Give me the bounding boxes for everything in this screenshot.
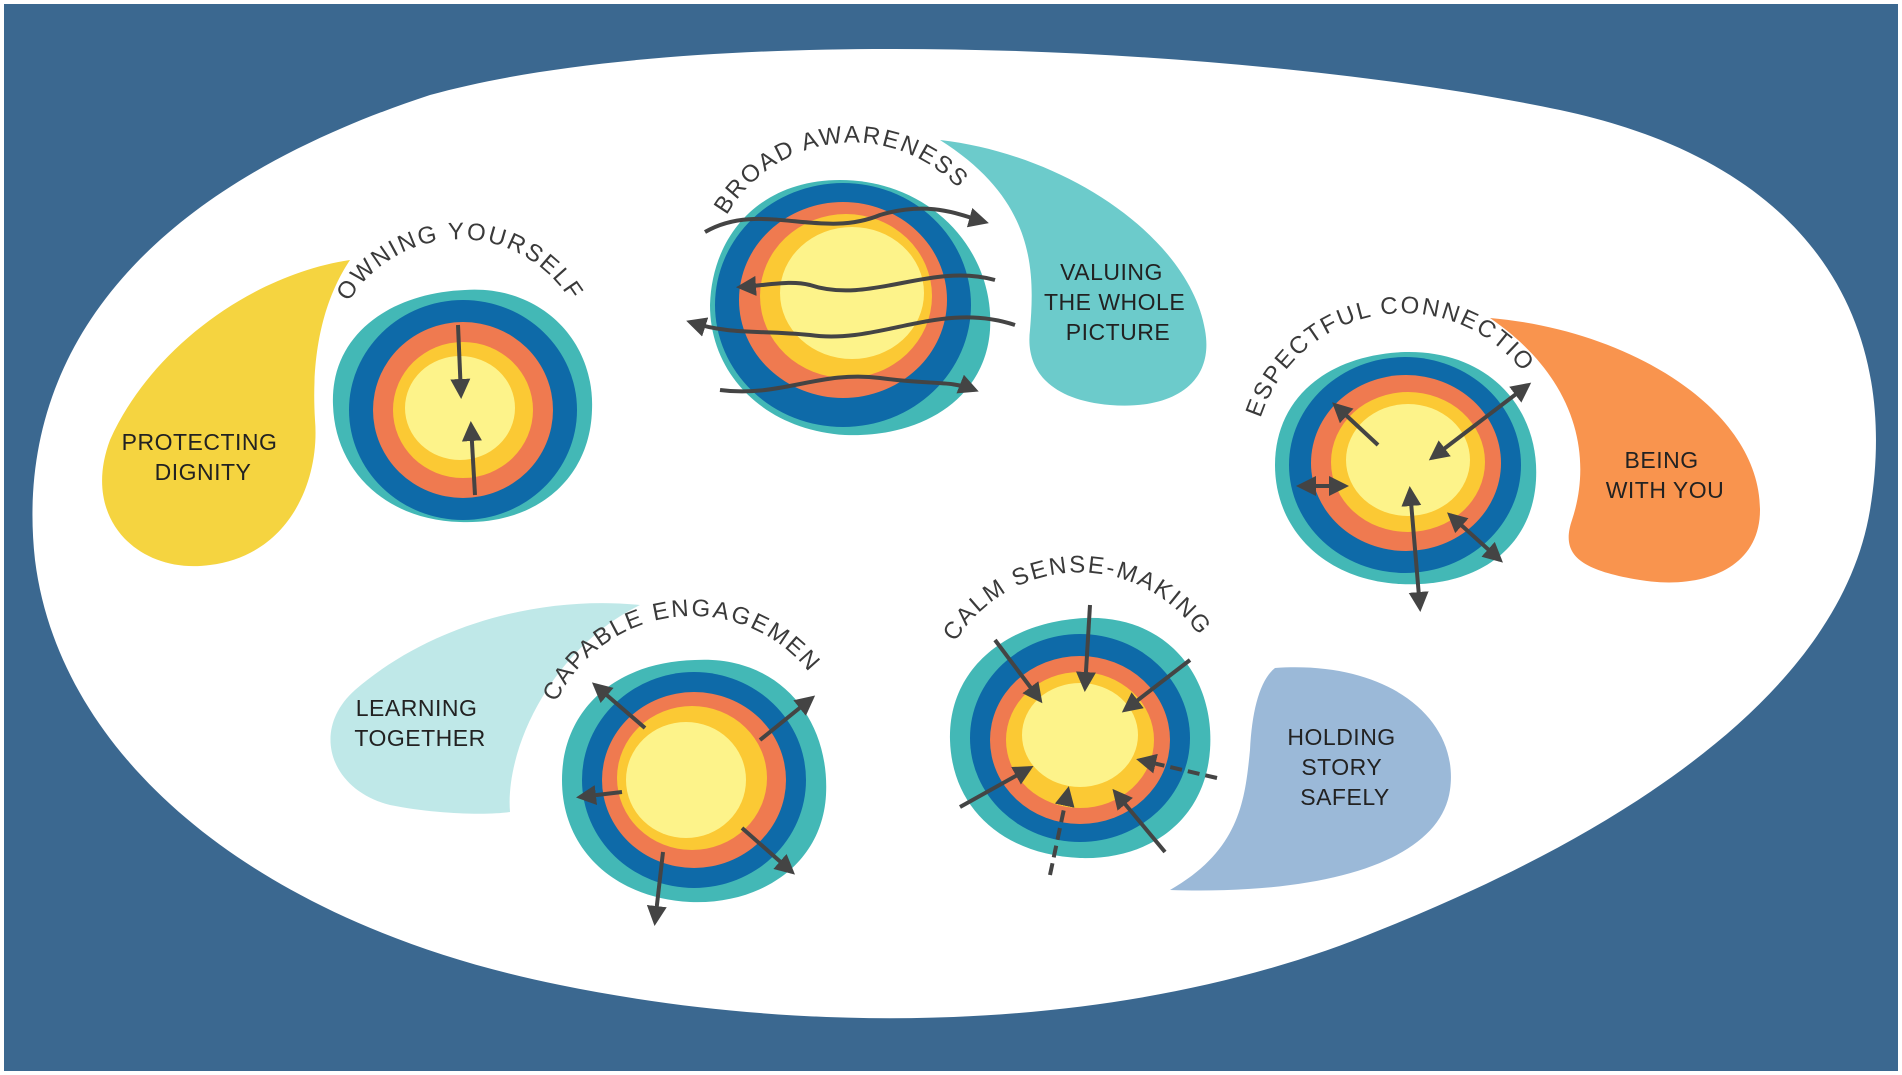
drop-holding-story-safely <box>1170 667 1451 891</box>
drop-label-being-with-you: BEING WITH YOU <box>1606 447 1725 503</box>
node-calm-sense-making: HOLDING STORY SAFELY CALM SENSE-MAKING <box>938 551 1451 891</box>
drop-valuing-whole-picture <box>940 140 1207 406</box>
arrows-calm-sense-making <box>959 604 1218 876</box>
rings-calm-sense-making <box>949 617 1211 859</box>
drop-label-learning-together: LEARNING TOGETHER <box>354 695 485 751</box>
arrows-capable-engagement <box>576 682 816 926</box>
arrows-owning-yourself <box>450 324 482 496</box>
drop-learning-together <box>330 603 640 814</box>
rings-broad-awareness <box>710 180 991 436</box>
drop-being-with-you <box>1490 318 1760 583</box>
drop-label-protecting-dignity: PROTECTING DIGNITY <box>122 429 285 485</box>
rings-owning-yourself <box>332 289 593 523</box>
arrows-broad-awareness <box>686 206 1016 394</box>
drop-protecting-dignity <box>102 260 350 567</box>
arrows-respectful-connection <box>1296 382 1532 612</box>
rings-respectful-connection <box>1275 351 1537 585</box>
node-broad-awareness: VALUING THE WHOLE PICTURE BROAD AWARENES… <box>686 122 1207 436</box>
drop-label-valuing-whole-picture: VALUING THE WHOLE PICTURE <box>1044 259 1192 345</box>
drop-label-holding-story-safely: HOLDING STORY SAFELY <box>1287 724 1402 810</box>
